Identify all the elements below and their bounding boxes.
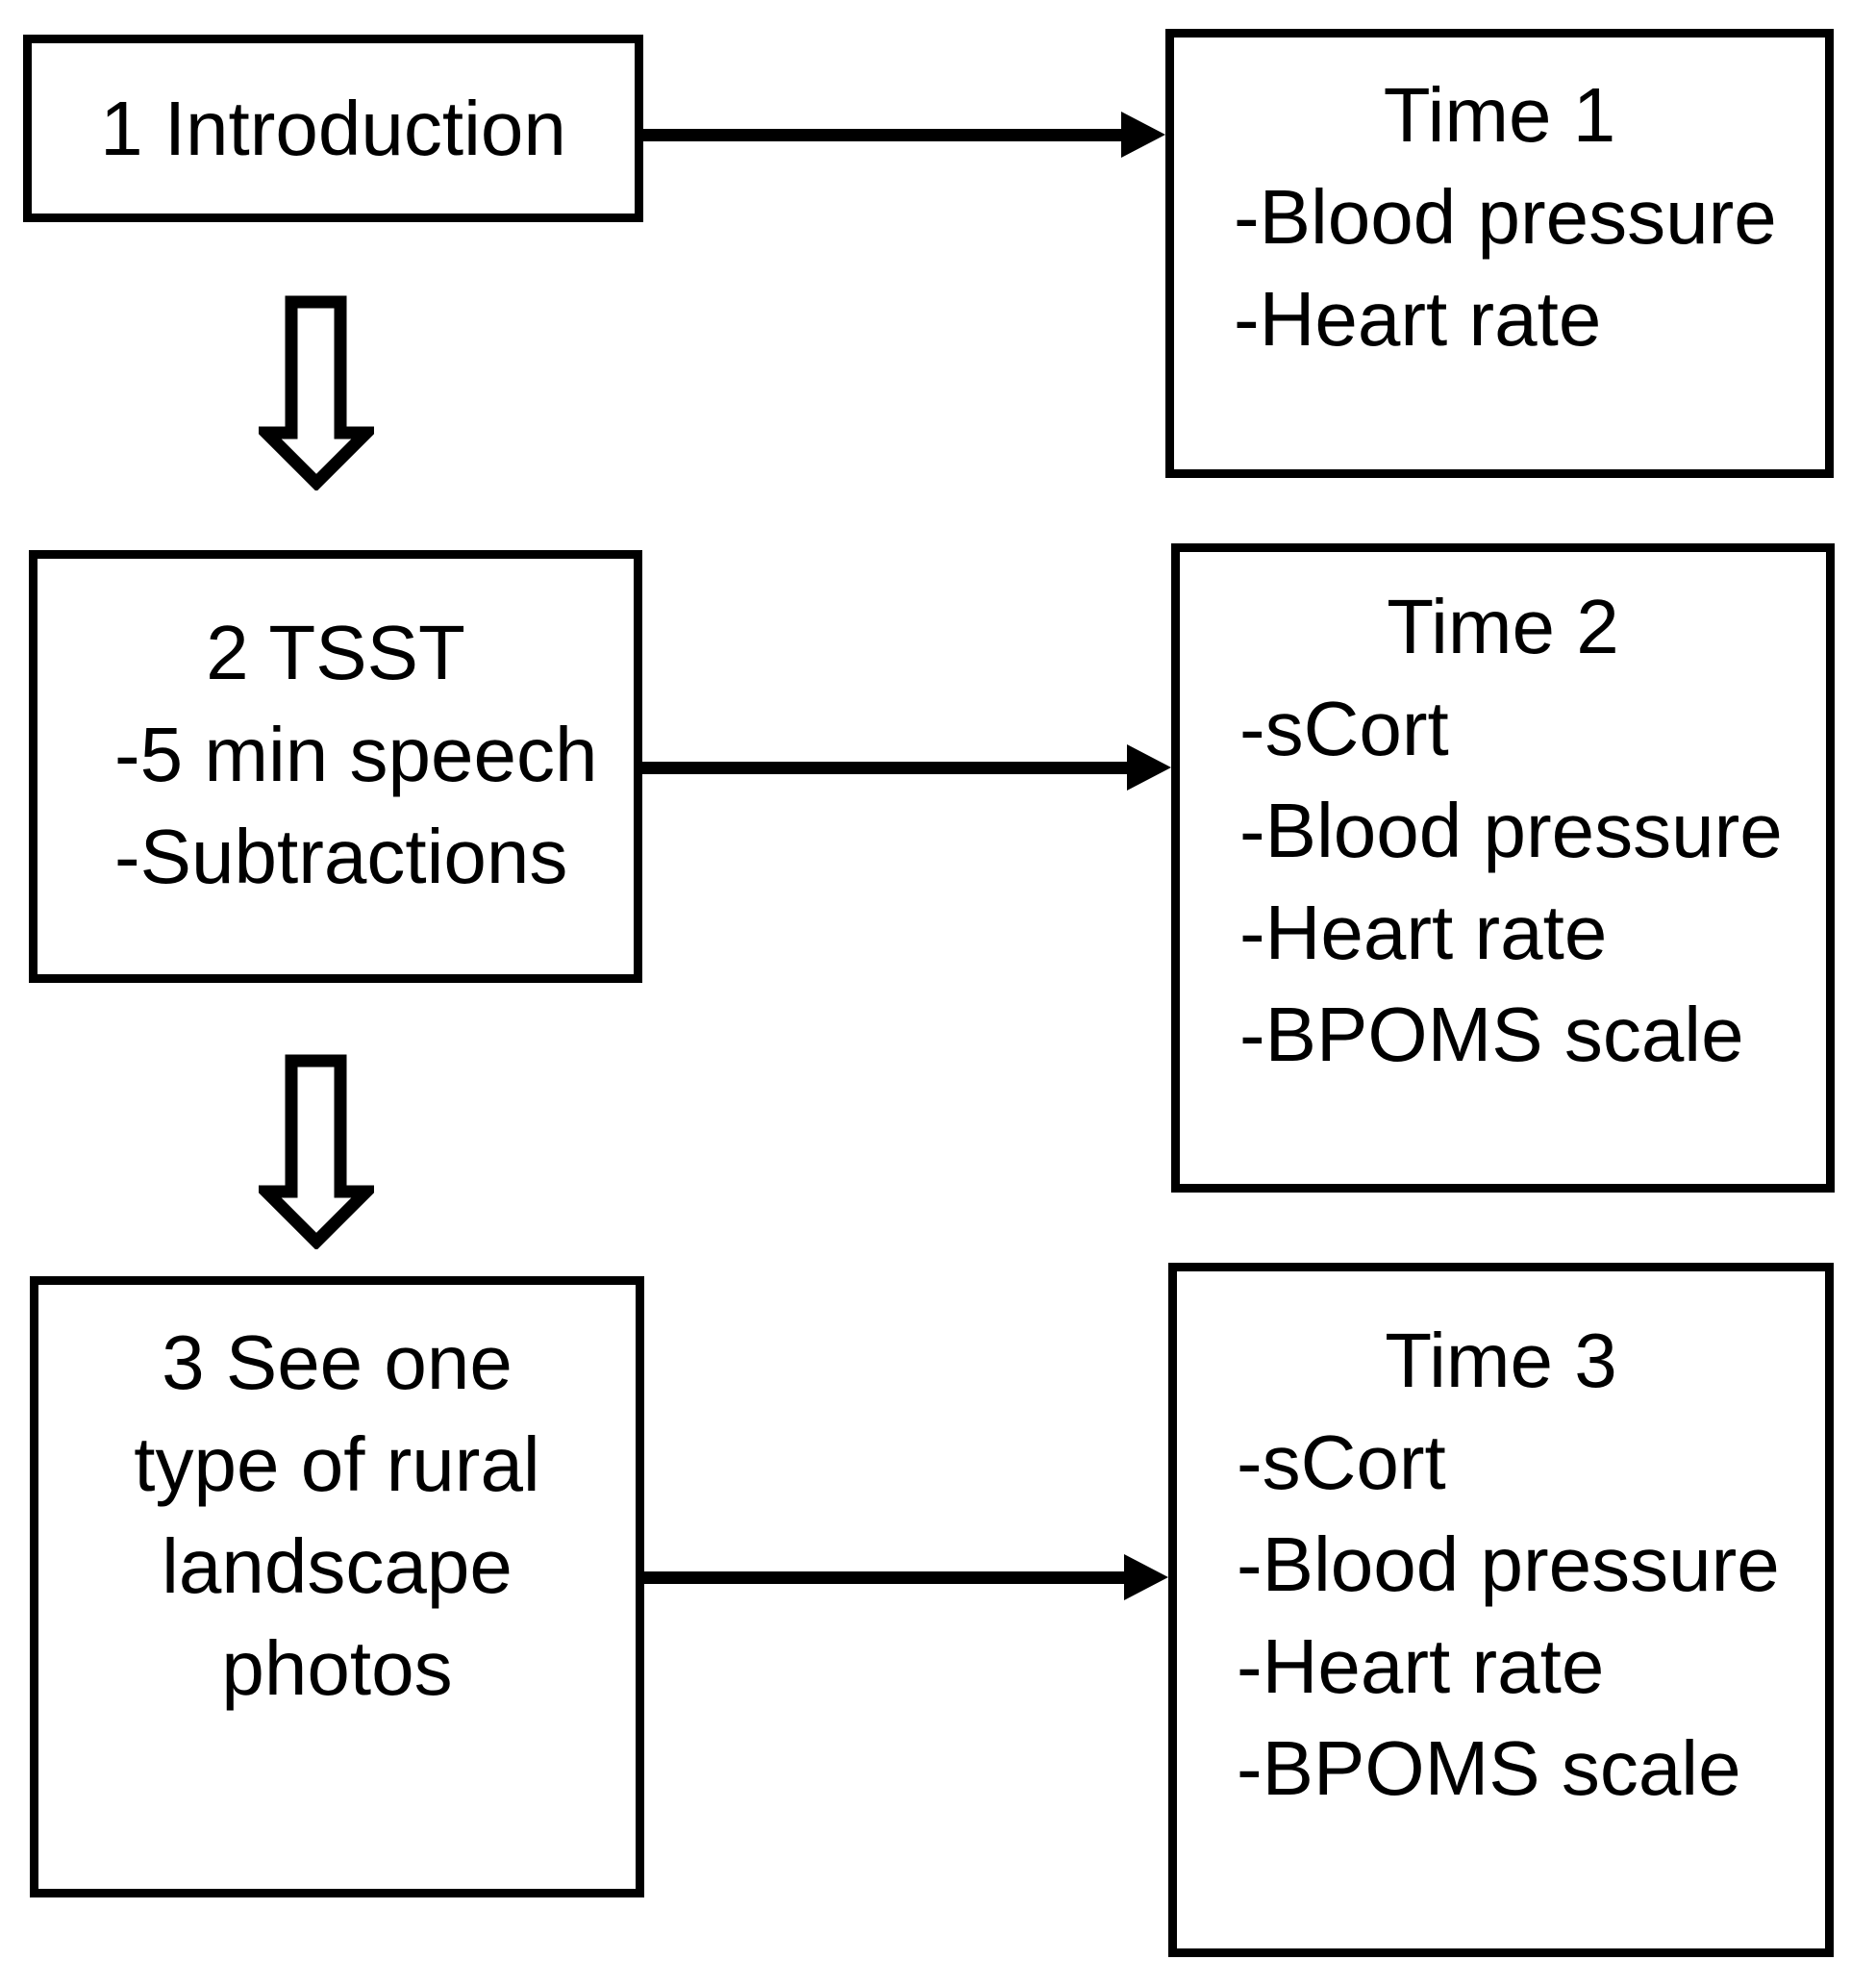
- arrow-shaft: [643, 129, 1125, 141]
- time-3-title: Time 3: [1385, 1318, 1617, 1403]
- arrow-head: [1127, 744, 1171, 791]
- step-1-introduction-box: 1 Introduction: [23, 35, 643, 222]
- time-3-item: -BPOMS scale: [1237, 1725, 1741, 1811]
- step-2-tsst-box: 2 TSST -5 min speech -Subtractions: [29, 550, 642, 983]
- arrow-shaft: [642, 762, 1131, 774]
- time-3-item: -sCort: [1237, 1420, 1446, 1505]
- time-1-title: Time 1: [1383, 72, 1616, 158]
- arrow-head: [1121, 112, 1165, 158]
- arrow-step3-to-time3-icon: [644, 1554, 1168, 1600]
- arrow-step2-to-time2-icon: [642, 744, 1171, 791]
- time-2-item: -BPOMS scale: [1239, 992, 1744, 1077]
- step-2-title: 2 TSST: [206, 610, 465, 695]
- time-2-item: -Blood pressure: [1239, 788, 1783, 873]
- step-3-line: photos: [221, 1625, 453, 1711]
- down-arrow-step2-to-step3-icon: [259, 1054, 374, 1249]
- time-1-item: -Blood pressure: [1234, 174, 1777, 260]
- time-1-box: Time 1 -Blood pressure -Heart rate: [1165, 29, 1834, 478]
- time-2-box: Time 2 -sCort -Blood pressure -Heart rat…: [1171, 543, 1835, 1193]
- time-3-box: Time 3 -sCort -Blood pressure -Heart rat…: [1168, 1263, 1834, 1957]
- step-3-line: 3 See one: [162, 1319, 513, 1405]
- time-2-item: -Heart rate: [1239, 890, 1608, 975]
- step-2-detail: -Subtractions: [114, 814, 568, 899]
- step-3-line: landscape: [162, 1523, 513, 1609]
- step-1-label: 1 Introduction: [100, 85, 566, 171]
- time-1-item: -Heart rate: [1234, 276, 1602, 362]
- step-2-detail: -5 min speech: [114, 712, 598, 797]
- down-arrow-step1-to-step2-icon: [259, 295, 374, 490]
- arrow-head: [1124, 1554, 1168, 1600]
- time-3-item: -Heart rate: [1237, 1623, 1605, 1709]
- arrow-step1-to-time1-icon: [643, 112, 1165, 158]
- step-3-line: type of rural: [134, 1421, 540, 1507]
- time-2-title: Time 2: [1387, 584, 1619, 669]
- step-3-photos-box: 3 See one type of rural landscape photos: [30, 1276, 644, 1897]
- arrow-shaft: [644, 1571, 1128, 1584]
- time-3-item: -Blood pressure: [1237, 1521, 1780, 1607]
- time-2-item: -sCort: [1239, 686, 1449, 771]
